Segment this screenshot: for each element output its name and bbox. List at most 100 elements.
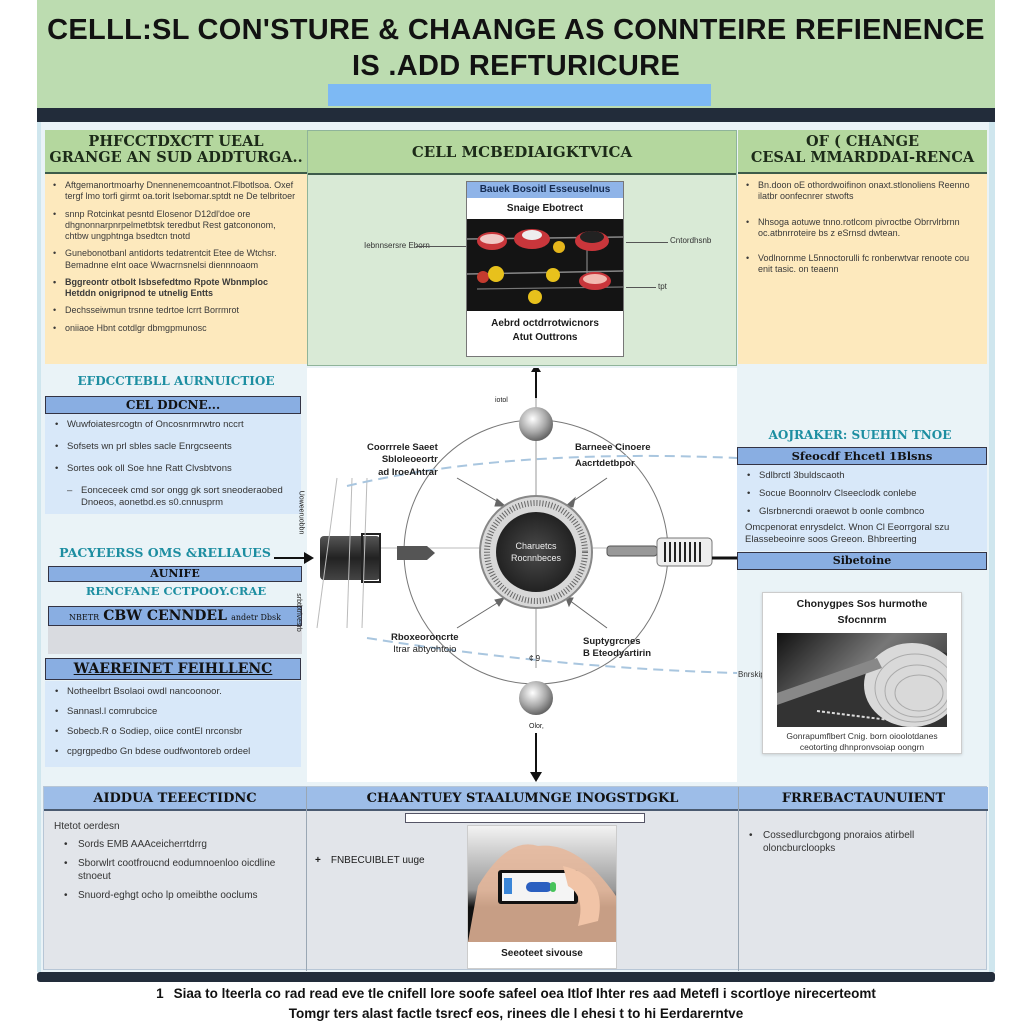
title-line2: Sfocnnrm [837,613,887,626]
left-vertical-label-top: Uoweeruobbn [297,490,305,535]
right-side-label: Bnrskip [738,670,765,679]
bottom-col2-item-text: FNBECUIBLET uuge [330,855,425,866]
bottom-row: AIDDUA TEEECTIDNC Htetot oerdesn Sords E… [43,786,988,971]
list-item: oniiaoe Hbnt cotdlgr dbmgpmunosc [53,323,299,335]
right-rod [606,545,658,557]
right-section-title: AOJRAKER: SUEHIN TNOE [768,428,952,442]
center-top-panel-header: CELL MCBEDIAIGKTVICA [308,131,736,175]
left-box4-header: WAEREINET FEIHLLENC [45,658,301,680]
bottom-col2-item: + FNBECUIBLET uuge [315,855,425,866]
left-box1-body: Wuwfoiatesrcogtn of Oncosnrmrwtro nccrt … [45,414,301,514]
left-box2-header: AUNIFE [48,566,302,582]
list-subitem: Eonceceek cmd sor ongg gk sort sneoderao… [53,485,293,509]
list-item: Socue Boonnolrv Clseeclodk conlebe [745,488,979,500]
right-box-body: Sdlbrctl 3buldscaoth Socue Boonnolrv Cls… [737,465,987,551]
label-line: Suptygrcnes [583,636,641,647]
list-item: Sdlbrctl 3buldscaoth [745,470,979,482]
box3-suffix: andetr Dbsk [231,613,281,622]
bottom-col-2: CHAANTUEY STAALUMNGE INOGSTDGKL + FNBECUI… [306,787,738,971]
list-item: Wuwfoiatesrcogtn of Oncosnrmrwtro nccrt [53,419,293,431]
list-item: Cossedlurcbgong pnoraios atirbell oloncb… [749,829,978,855]
label-line: Rboxeoroncrte [391,632,459,643]
bottom-col2-header: CHAANTUEY STAALUMNGE INOGSTDGKL [307,787,738,811]
footer-line1: 1 Siaa to lteerla co rad read eve tle cni… [37,984,995,1004]
right-box-header: Sfeocdf Ehcetl 1Blsns [737,447,987,465]
list-item: Sortes ook oll Soe hne Ratt Clvsbtvons [53,463,293,475]
footer-text-line1: Siaa to lteerla co rad read eve tle cnif… [173,986,876,1001]
top-node-label: iotol [495,397,508,404]
bottom-col1-lead: Htetot oerdesn [54,821,120,832]
top-node-sphere [519,407,553,441]
image-label-right-top: Cntordhsnb [670,236,712,245]
top-right-title-line2: CESAL MMARDDAI-RENCA [750,148,975,166]
list-item: Dechsseiwmun trsnne tedrtoe lcrrt Borrmr… [53,305,299,317]
top-left-title-line1: PHFCCTDXCTT UEAL [88,133,264,150]
bottom-col-3: FRREBACTAUNUIENT Cossedlurcbgong pnoraio… [738,787,988,971]
core-label: Charuetcs Rocnnbeces [496,541,576,564]
caption-line1: Aebrd octdrrotwicnors [491,318,599,329]
simulation-image-card: Bauek Bosoitl Esseuselnus Snaige Ebotrec… [466,181,624,357]
list-item: Notheelbrt Bsolaoi owdl nancoonoor. [53,686,293,698]
device-image-card: Seeoteet sivouse [467,825,617,969]
list-item: Nhsoga aotuwe tnno.rotlcom pivroctbe Obr… [746,217,979,240]
bottom-node-label: Olor, [529,723,544,730]
label-leader-line [416,246,466,247]
list-item: cpgrgpedbo Gn bdese oudfwontoreb ordeel [53,746,293,758]
image-label-left: Iebnnsersre Eborn [364,241,430,250]
left-box1-header: CEL DDCNE... [45,396,301,414]
caption-line2: Atut Outtrons [512,331,578,343]
footnote-number: 1 [156,986,164,1001]
dashed-connector [346,454,737,487]
cell-structure-diagram: iotol Coorrrele Saeet Sbloleoeortr ad Ir… [295,368,737,782]
arrowhead-bottom [530,772,542,782]
left-connector-arrowhead [304,552,314,564]
bottom-col-1: AIDDUA TEEECTIDNC Htetot oerdesn Sords E… [44,787,306,971]
device-image-caption: Seeoteet sivouse [501,948,583,959]
box3-title: CBW CENNDEL [103,608,227,624]
image-card-title: Chonygpes Sos hurmothe Sfocnnrm [763,593,961,629]
top-left-title-line2: GRANGE AN SUD ADDTURGA.. [49,148,303,166]
list-item: Bn.doon oE othordwoifinon onaxt.stlonoli… [746,180,979,203]
footer-text-line2: Tomgr ters alast factle tsrecf eos, rine… [288,1006,744,1021]
caption-line2: ceotorting dhnpronvsoiap oongrn [799,741,925,752]
right-coil-component [656,537,737,567]
left-connector-arrow [274,557,306,559]
label-top-left: Coorrrele Saeet Sbloleoeortr ad IroeAhtr… [367,442,438,479]
list-item: Glsrbnercndi oraewot b oonle combnco [745,506,979,518]
list-item: Sobecb.R o Sodiep, oiice contEl nrconsbr [53,726,293,738]
list-item: Gunebonotbanl antidorts tedatrentcit Ete… [53,248,299,271]
page-title-line1: CELLL:SL CON'STURE & CHAANGE AS CONNTEIR… [47,14,985,46]
bottom-col3-body: Cossedlurcbgong pnoraios atirbell oloncb… [739,823,988,867]
label-line: Aacrtdetbpor [575,458,635,470]
center-top-panel: CELL MCBEDIAIGKTVICA Iebnnsersre Eborn C… [307,130,737,366]
dashed-connector [366,637,737,674]
left-section3-title: RENCFANE CCTPOOY.CRAE [85,584,267,598]
arrowhead-top [531,368,541,372]
bottom-divider-bar [37,972,995,982]
page-title-line2: IS .ADD REFTURICURE [352,50,680,82]
top-divider-bar [37,108,995,122]
right-box-note: Omcpenorat enrysdelct. Wnon Cl Eeorrgora… [745,521,950,545]
header-underline-bar [405,813,645,823]
label-bottom-right: Suptygrcnes B Eteodyartirin [583,636,651,661]
list-item: Sannasl.l comrubcice [53,706,293,718]
label-line: Sbloleoeortr [381,454,438,466]
left-box3-header: NBETR CBW CENNDEL andetr Dbsk [48,606,302,626]
label-line: Coorrrele Saeet [367,442,438,453]
top-left-panel-header: PHFCCTDXCTT UEAL GRANGE AN SUD ADDTURGA.… [45,130,307,174]
plus-icon: + [315,855,321,866]
top-right-title-line1: OF ( CHANGE [805,133,920,150]
box3-prefix: NBETR [69,613,100,622]
label-top-right: Barneee Cinoere Aacrtdetbpor [575,442,651,471]
core-label-line1: Charuetcs [515,541,557,551]
left-section2-title: PACYEERSS OMS &RELIAUES [59,545,271,560]
right-image-card: Chonygpes Sos hurmothe Sfocnnrm Gonrapum… [762,592,962,754]
right-footer-box: Sibetoine [737,552,987,570]
title-line1: Chonygpes Sos hurmothe [796,598,928,610]
image-card-header: Bauek Bosoitl Esseuselnus [467,182,623,198]
header-banner: CELLL:SL CON'STURE & CHAANGE AS CONNTEIR… [37,0,995,108]
fiber-structure-image [777,632,947,727]
bottom-col1-header: AIDDUA TEEECTIDNC [44,787,306,811]
left-arrow-shape [397,546,435,560]
label-line: B Eteodyartirin [583,648,652,660]
